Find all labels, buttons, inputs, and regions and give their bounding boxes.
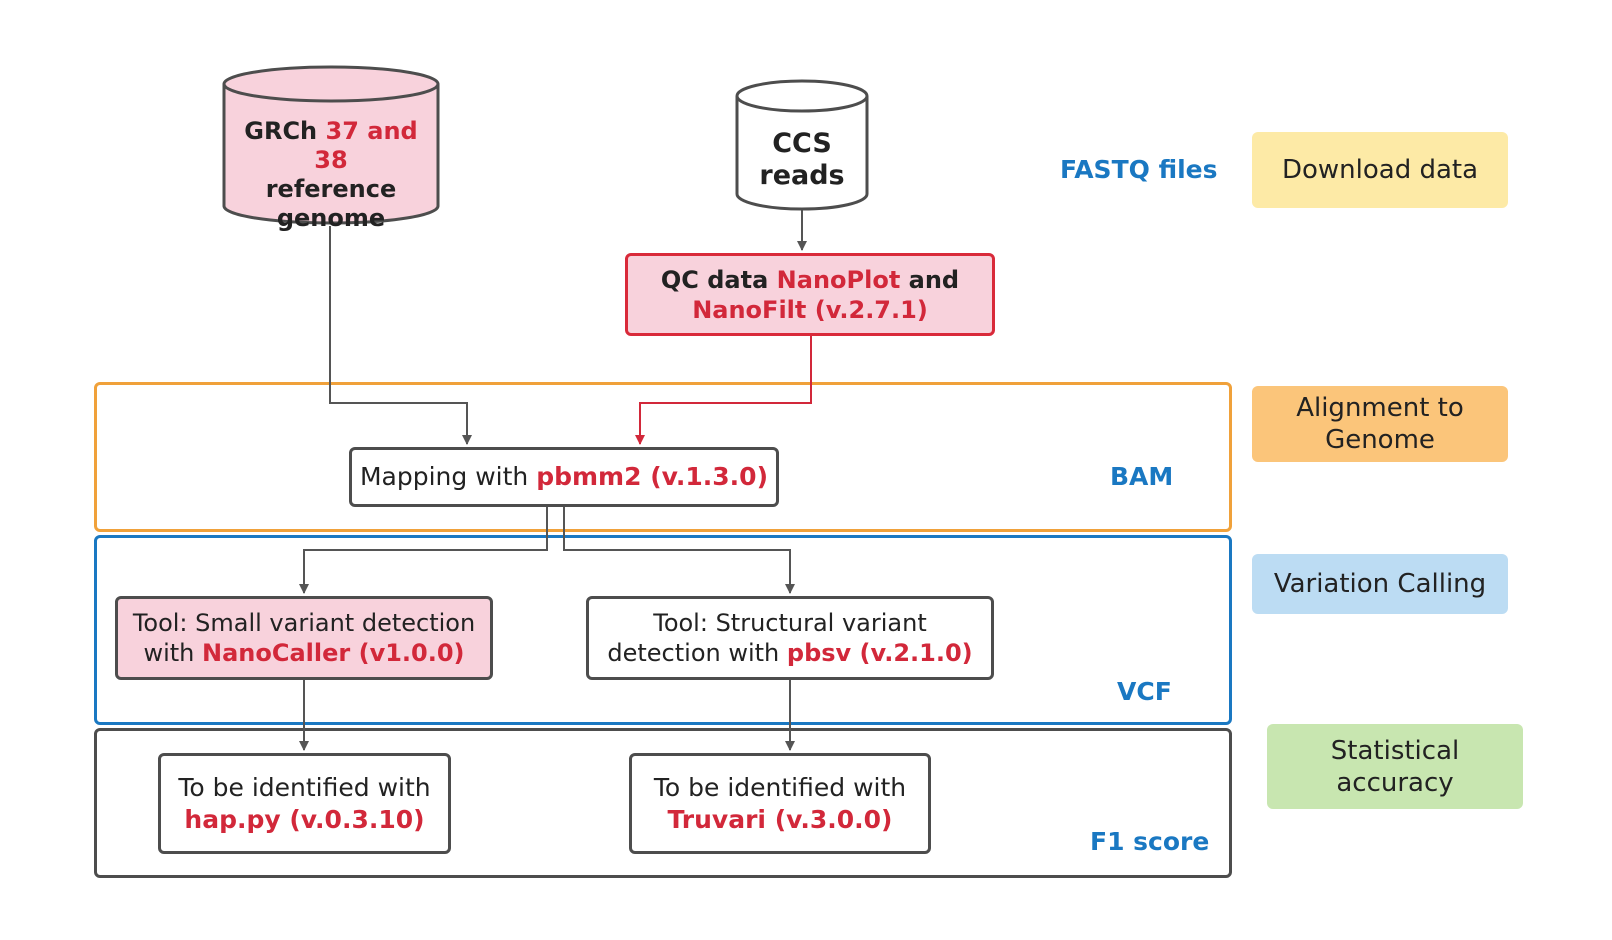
small-variant-box: Tool: Small variant detection with NanoC… [115,596,493,680]
stage-download-data: Download data [1252,132,1508,208]
reference-genome-name: GRCh [244,117,326,145]
vcf-label: VCF [1117,677,1172,706]
small-variant-prefix: with [143,639,203,667]
small-variant-tool: NanoCaller (v1.0.0) [202,639,465,667]
ccs-reads-line1: CCS [772,128,832,159]
mapping-tool: pbmm2 (v.1.3.0) [536,462,768,491]
ccs-reads-line2: reads [759,160,845,191]
reference-genome-cylinder-icon [222,65,440,225]
mapping-box: Mapping with pbmm2 (v.1.3.0) [349,447,779,507]
truvari-tool: Truvari (v.3.0.0) [667,804,893,834]
stage-alignment-to-genome: Alignment to Genome [1252,386,1508,462]
structural-variant-prefix: detection with [607,639,787,667]
stage-variation-calling: Variation Calling [1252,554,1508,614]
accuracy-section-frame [94,728,1232,878]
qc-and: and [900,265,960,294]
small-variant-line1: Tool: Small variant detection [132,609,476,637]
ccs-reads-cylinder-icon [735,79,869,211]
qc-nanofilt: NanoFilt (v.2.7.1) [692,295,928,324]
fastq-files-label: FASTQ files [1060,155,1218,184]
happy-tool: hap.py (v.0.3.10) [184,804,425,834]
qc-prefix: QC data [660,265,777,294]
stage-statistical-accuracy: Statistical accuracy [1267,724,1523,809]
structural-variant-box: Tool: Structural variant detection with … [586,596,994,680]
f1-score-label: F1 score [1090,827,1210,856]
qc-data-box: QC data NanoPlot and NanoFilt (v.2.7.1) [625,253,995,336]
arrow-qc-to-mapping [635,336,812,445]
structural-variant-line1: Tool: Structural variant [653,609,927,637]
reference-genome-versions: 37 and 38 [314,117,418,174]
arrow-reference-to-mapping [329,226,472,445]
reference-genome-line3: genome [276,204,386,232]
mapping-prefix: Mapping with [359,462,537,491]
qc-nanoplot: NanoPlot [776,265,901,294]
arrow-mapping-to-structural-variant [563,507,795,594]
truvari-box: To be identified with Truvari (v.3.0.0) [629,753,931,854]
bam-label: BAM [1110,462,1174,491]
truvari-line1: To be identified with [653,772,907,802]
structural-variant-tool: pbsv (v.2.1.0) [786,639,973,667]
happy-line1: To be identified with [178,772,431,802]
reference-genome-label: GRCh 37 and 38 reference genome [224,117,438,233]
happy-box: To be identified with hap.py (v.0.3.10) [158,753,451,854]
arrow-mapping-to-small-variant [299,507,548,594]
alignment-section-frame [94,382,1232,532]
ccs-reads-label: CCS reads [737,128,867,192]
reference-genome-line2: reference [265,175,397,203]
variation-section-frame [94,535,1232,725]
